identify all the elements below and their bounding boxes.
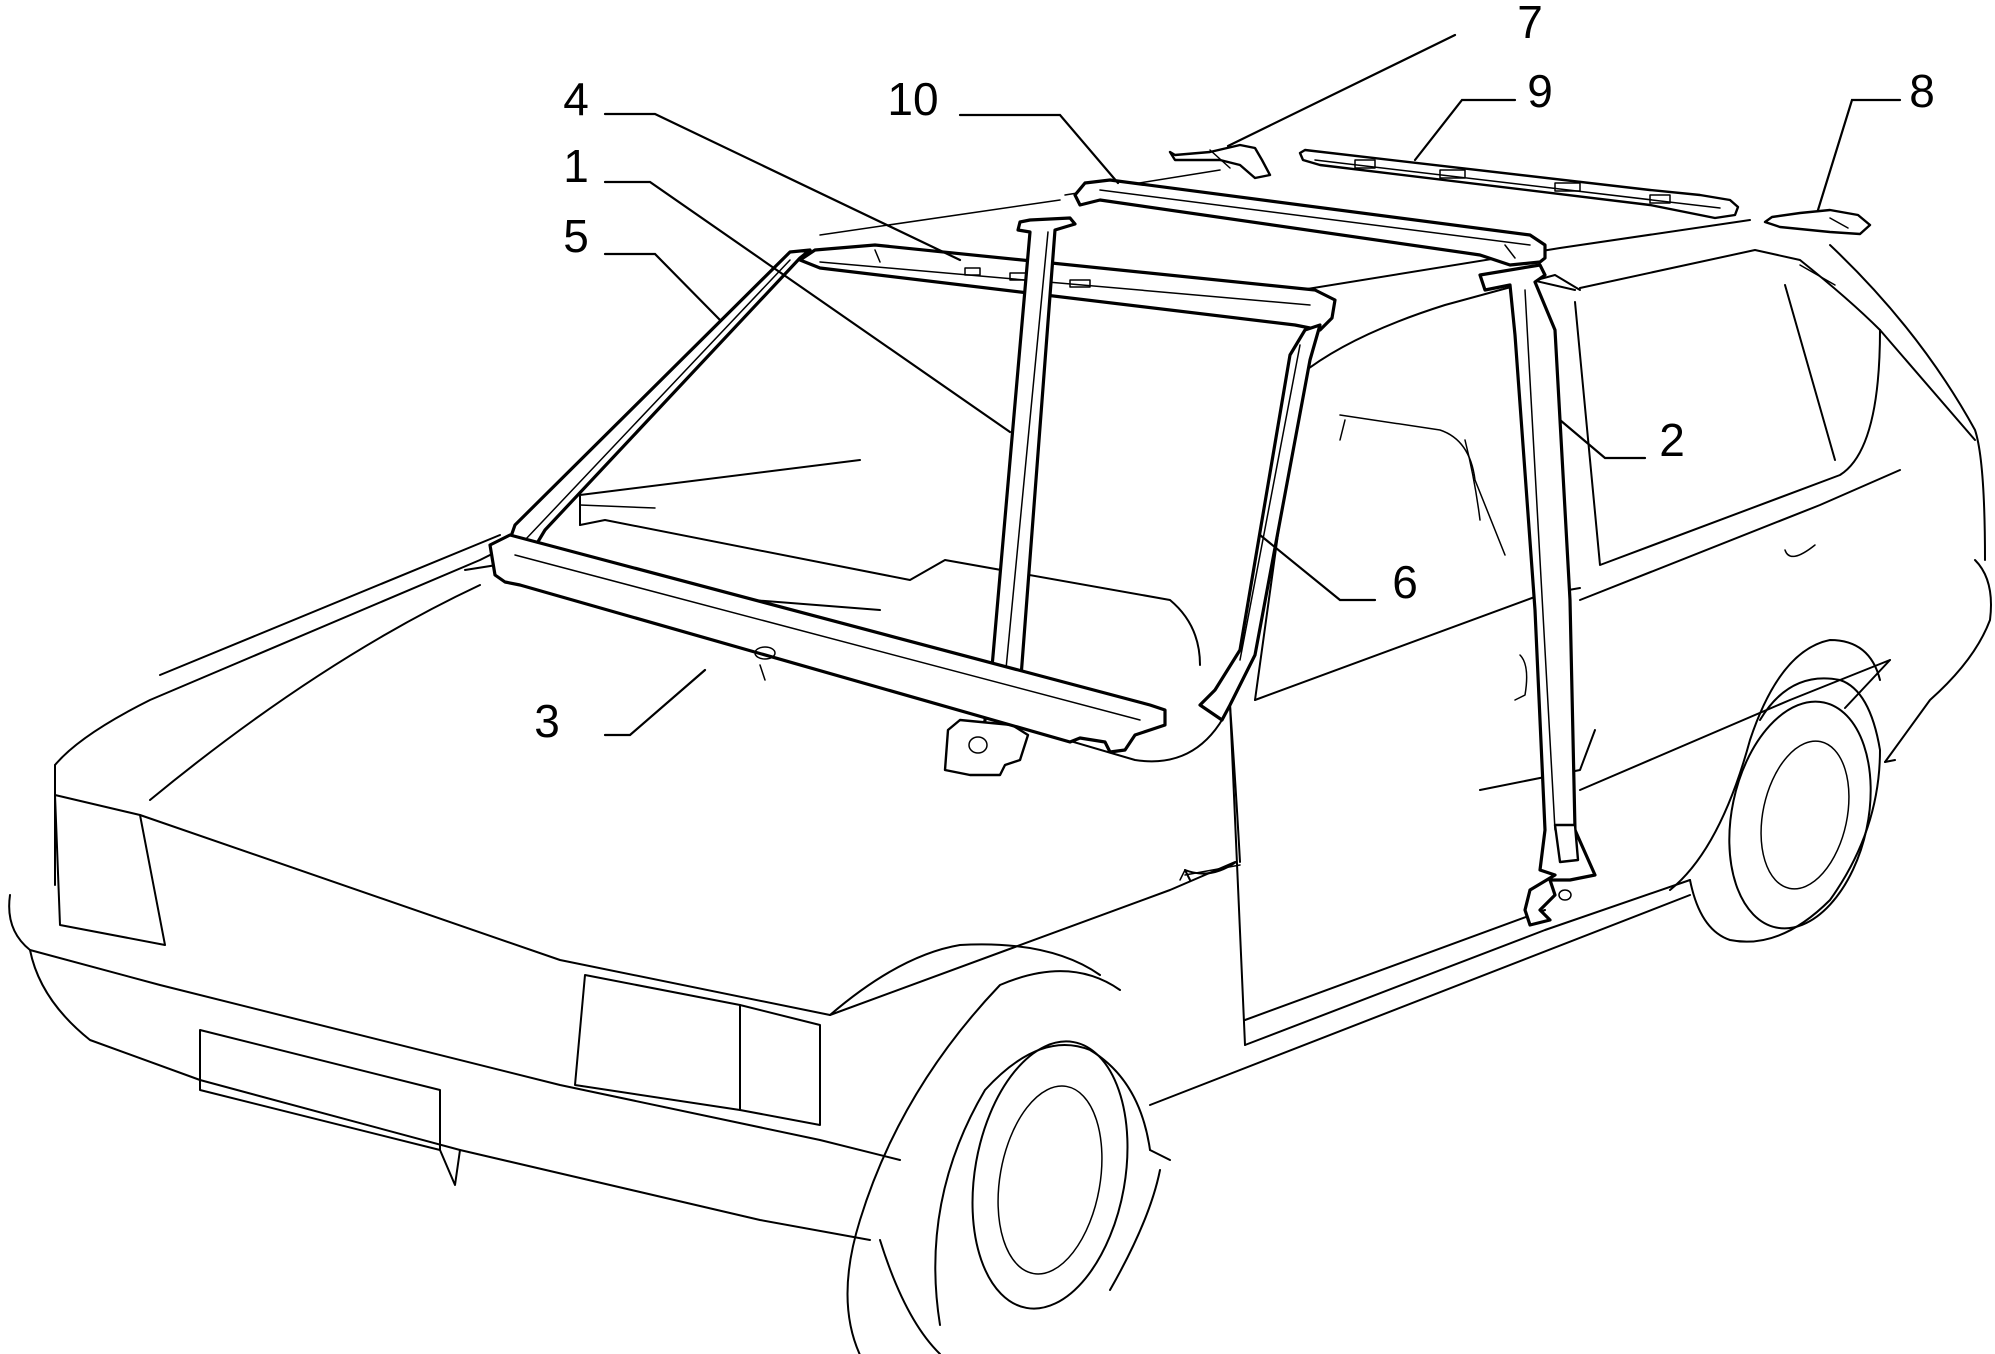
part-10-roof-front-rail (1073, 178, 1547, 267)
leader-7 (1226, 33, 1457, 148)
callout-labels: 7 9 8 10 4 1 5 2 6 3 (534, 0, 1935, 747)
part-3-cowl-panel (488, 533, 1167, 754)
leader-8 (1816, 98, 1902, 212)
callout-3: 3 (534, 695, 560, 747)
callout-7: 7 (1517, 0, 1543, 48)
callout-2: 2 (1659, 414, 1685, 466)
leader-9 (1413, 98, 1517, 162)
part-6-a-pillar-right (1198, 323, 1322, 722)
leader-6 (1258, 533, 1377, 602)
part-9-roof-rear-rail (1298, 148, 1740, 220)
leader-4 (603, 112, 962, 262)
leader-5 (603, 252, 722, 322)
part-1-b-pillar (943, 216, 1077, 777)
part-8-bracket (1763, 208, 1872, 236)
callout-1: 1 (563, 140, 589, 192)
callout-5: 5 (563, 210, 589, 262)
callout-8: 8 (1909, 65, 1935, 117)
callout-6: 6 (1392, 556, 1418, 608)
leader-lines (603, 33, 1902, 737)
part-7-bracket (1168, 143, 1272, 180)
leader-3 (603, 668, 707, 737)
callout-10: 10 (887, 73, 938, 125)
part-2-c-pillar (1478, 263, 1597, 927)
part-4-windshield-header (798, 243, 1337, 332)
part-5-a-pillar-left (506, 248, 812, 560)
leader-10 (958, 113, 1120, 185)
leader-2 (1558, 418, 1647, 460)
leader-1 (603, 180, 1012, 434)
callout-4: 4 (563, 73, 589, 125)
callout-9: 9 (1527, 65, 1553, 117)
